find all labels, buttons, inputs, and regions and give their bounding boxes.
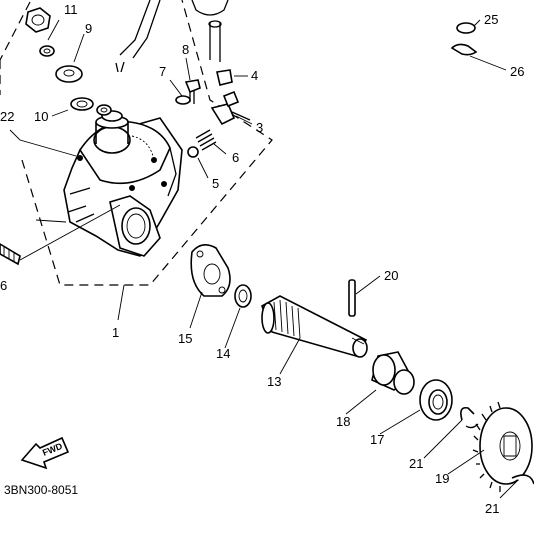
callout-20: 20 [384,268,398,283]
callout-21-b: 21 [485,501,499,516]
assembly-outline [0,0,273,286]
callout-8: 8 [182,42,189,57]
callout-18: 18 [336,414,350,429]
hose-fragment [115,0,161,73]
stud-bolt-left [0,243,21,266]
callout-6: 6 [232,150,239,165]
callout-14: 14 [216,346,230,361]
top-block-fragment [191,0,229,62]
fwd-arrow-icon: FWD [20,436,70,470]
callout-5: 5 [212,176,219,191]
callout-3: 3 [256,120,263,135]
callout-7: 7 [159,64,166,79]
callout-26: 26 [510,64,524,79]
pin-part-20 [348,279,356,317]
callout-21-a: 21 [409,456,423,471]
callout-19: 19 [435,471,449,486]
circlip-part-21-b [511,474,534,485]
callout-6-edge: 6 [0,278,7,293]
cap-part-4 [216,69,233,86]
shaft-part-13 [261,295,368,358]
washer-part-25 [456,22,476,34]
callout-10: 10 [34,109,48,124]
drawing-code: 3BN300-8051 [4,483,78,497]
callout-labels: 11 9 10 22 8 7 4 3 6 5 6 1 15 14 13 18 1… [0,2,524,516]
bearing-part-17 [419,379,453,421]
washer-part-14 [234,284,252,308]
washer-part-10 [70,97,94,111]
fitting-part-3 [210,90,251,126]
callout-11: 11 [64,2,78,17]
gasket-part-15 [190,244,231,297]
washer-small-11 [39,45,55,57]
circlip-part-21-a [460,406,479,429]
collar-part-18 [371,351,415,395]
callout-15: 15 [178,331,192,346]
callout-4: 4 [251,68,258,83]
callout-17: 17 [370,432,384,447]
nut-part-11 [25,7,51,33]
spring-part-6 [195,129,217,151]
callout-25: 25 [484,12,498,27]
leader-lines [9,19,519,499]
callout-22: 22 [0,109,14,124]
callout-13: 13 [267,374,281,389]
gear-part-19 [472,401,533,492]
callout-9: 9 [85,21,92,36]
callout-1-box: 1 [112,326,119,339]
clip-part-26 [450,43,478,56]
pump-housing [63,104,183,257]
washer-part-7 [175,95,191,105]
washer-part-9 [55,65,83,83]
callout-1-text: 1 [112,325,120,340]
ball-part-5 [187,146,199,158]
